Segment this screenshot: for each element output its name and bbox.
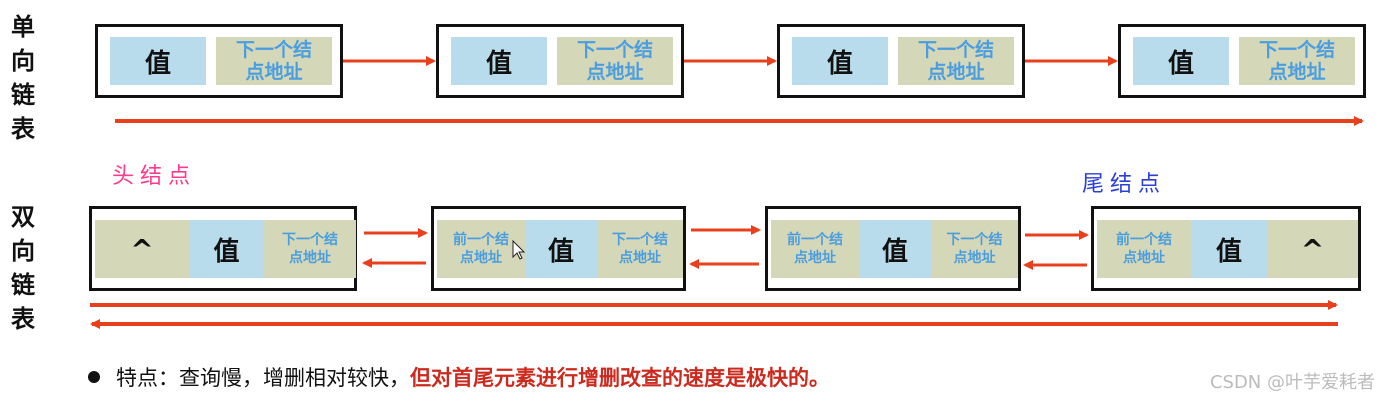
next-address-cell: 下一个结 点地址 — [264, 220, 356, 278]
value-cell: 值 — [525, 220, 597, 278]
next-address-cell: 下一个结 点地址 — [931, 220, 1018, 278]
head-node-annotation: 头结点 — [112, 164, 197, 189]
singly-node-1: 值 下一个结 点地址 — [95, 24, 343, 98]
next-address-line2: 点地址 — [586, 61, 644, 83]
singly-node-4: 值 下一个结 点地址 — [1118, 24, 1366, 98]
prev-address-cell: 前一个结 点地址 — [437, 220, 525, 278]
next-address-line1: 下一个结 — [946, 232, 1003, 248]
singly-linked-list-label: 单 向 链 表 — [10, 10, 36, 146]
prev-address-line2: 点地址 — [1123, 250, 1165, 266]
next-address-line2: 点地址 — [289, 250, 331, 266]
prev-address-cell: 前一个结 点地址 — [1097, 220, 1191, 278]
next-address-line2: 点地址 — [245, 61, 303, 83]
next-address-line2: 点地址 — [953, 250, 996, 266]
prev-address-line1: 前一个结 — [1116, 232, 1172, 248]
prev-address-cell: 前一个结 点地址 — [771, 220, 859, 278]
next-address-cell: 下一个结 点地址 — [216, 37, 332, 85]
doubly-node-head: ^ 值 下一个结 点地址 — [89, 206, 357, 291]
doubly-linked-list-label: 双 向 链 表 — [10, 200, 36, 336]
value-cell: 值 — [189, 220, 264, 278]
label-char: 向 — [11, 237, 35, 265]
label-char: 表 — [11, 305, 35, 333]
null-prev-cell: ^ — [95, 220, 189, 278]
doubly-node-tail: 前一个结 点地址 值 ^ — [1091, 206, 1361, 291]
singly-node-3: 值 下一个结 点地址 — [777, 24, 1025, 98]
label-char: 链 — [11, 271, 35, 299]
next-address-cell: 下一个结 点地址 — [597, 220, 683, 278]
note-highlight-text: 但对首尾元素进行增删改查的速度是极快的。 — [410, 366, 830, 390]
next-address-line1: 下一个结 — [282, 232, 338, 248]
mouse-cursor-icon — [512, 239, 526, 260]
prev-address-line1: 前一个结 — [453, 232, 509, 248]
next-address-line2: 点地址 — [619, 250, 661, 266]
label-char: 链 — [11, 81, 35, 109]
value-cell: 值 — [1133, 37, 1229, 85]
label-char: 向 — [11, 47, 35, 75]
next-address-line1: 下一个结 — [235, 39, 312, 61]
watermark: CSDN @叶芋爱耗者 — [1209, 372, 1375, 393]
value-cell: 值 — [451, 37, 547, 85]
next-address-line1: 下一个结 — [1258, 39, 1335, 61]
label-char: 双 — [11, 203, 35, 231]
singly-node-2: 值 下一个结 点地址 — [436, 24, 684, 98]
next-address-line1: 下一个结 — [917, 39, 994, 61]
next-address-line2: 点地址 — [927, 61, 985, 83]
next-address-line1: 下一个结 — [612, 232, 668, 248]
prev-address-line1: 前一个结 — [787, 232, 843, 248]
next-address-cell: 下一个结 点地址 — [1239, 37, 1355, 85]
null-next-cell: ^ — [1267, 220, 1358, 278]
value-cell: 值 — [859, 220, 931, 278]
value-cell: 值 — [1191, 220, 1267, 278]
doubly-node-3: 前一个结 点地址 值 下一个结 点地址 — [765, 206, 1021, 291]
prev-address-line2: 点地址 — [460, 250, 502, 266]
tail-node-annotation: 尾结点 — [1082, 172, 1167, 197]
doubly-node-2: 前一个结 点地址 值 下一个结 点地址 — [431, 206, 686, 291]
feature-note: 特点：查询慢，增删相对较快，但对首尾元素进行增删改查的速度是极快的。 — [88, 362, 830, 392]
bullet-icon — [88, 371, 100, 383]
note-normal-text: 特点：查询慢，增删相对较快， — [116, 366, 410, 390]
next-address-line1: 下一个结 — [576, 39, 653, 61]
label-char: 表 — [11, 115, 35, 143]
value-cell: 值 — [110, 37, 206, 85]
next-address-cell: 下一个结 点地址 — [898, 37, 1014, 85]
value-cell: 值 — [792, 37, 888, 85]
next-address-line2: 点地址 — [1268, 61, 1326, 83]
next-address-cell: 下一个结 点地址 — [557, 37, 673, 85]
prev-address-line2: 点地址 — [794, 250, 836, 266]
label-char: 单 — [11, 13, 35, 41]
